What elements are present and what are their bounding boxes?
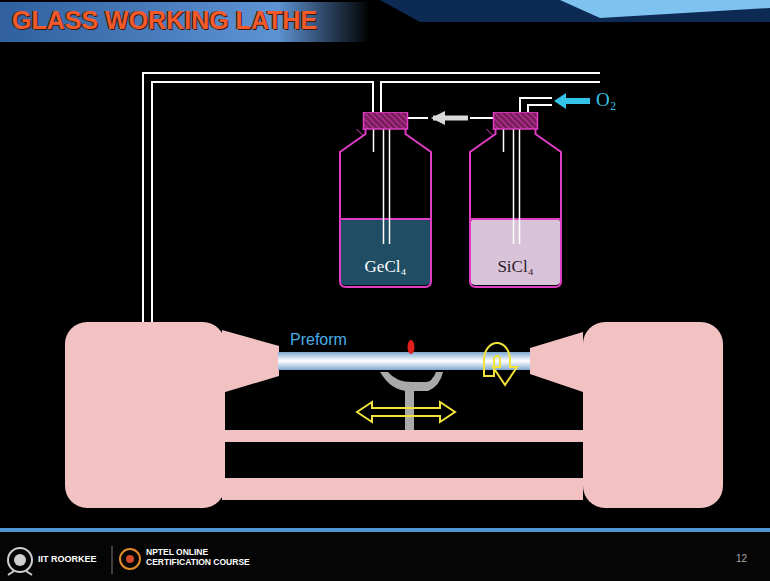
title-bar [0,2,370,42]
institute-logo [8,548,32,575]
footer-band [0,532,770,581]
part-label: Preform [290,331,347,349]
page-number: 12 [736,553,747,565]
reagent-bottle: SiCl₄ [468,112,563,289]
footer-rule [0,528,770,532]
reagent-bottle: GeCl₄ [338,112,433,289]
flame [408,340,415,354]
lathe [65,322,723,508]
flow-arrow [433,116,468,121]
course-name: NPTEL ONLINE CERTIFICATION COURSE [146,548,271,568]
gas-pipe [143,73,600,352]
slide-title: GLASS WORKING LATHE [12,6,317,35]
oxygen-arrow [554,93,590,109]
rotation-arrow [484,343,517,385]
gas-label: O₂ [596,89,616,111]
traverse-arrow [357,402,455,422]
burner [380,372,443,430]
top-band [380,0,770,22]
chemical-label: GeCl₄ [365,257,407,277]
footer-divider [112,546,113,574]
top-streak [560,0,770,18]
course-logo [120,549,140,569]
chemical-label: SiCl₄ [497,257,533,277]
institute-name: IIT ROORKEE [38,554,97,564]
